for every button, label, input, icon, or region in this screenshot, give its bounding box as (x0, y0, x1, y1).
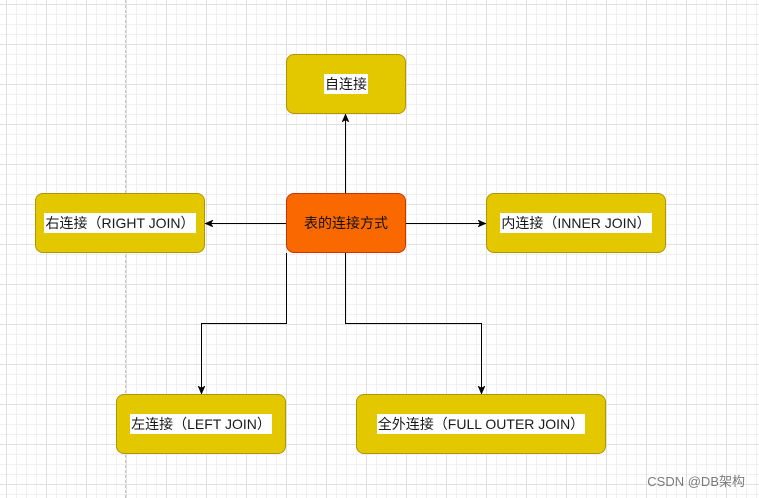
node-full-outer-join: 全外连接（FULL OUTER JOIN） (356, 394, 606, 454)
watermark: CSDN @DB架构 (647, 474, 745, 489)
node-left-join: 左连接（LEFT JOIN） (116, 394, 286, 454)
node-inner-join-label: 内连接（INNER JOIN） (500, 213, 652, 233)
node-self-join: 自连接 (286, 54, 406, 114)
node-right-join: 右连接（RIGHT JOIN） (35, 193, 205, 253)
node-center-label: 表的连接方式 (304, 215, 388, 231)
node-left-join-label: 左连接（LEFT JOIN） (130, 414, 272, 434)
node-right-join-label: 右连接（RIGHT JOIN） (44, 213, 196, 233)
node-full-outer-join-label: 全外连接（FULL OUTER JOIN） (376, 414, 586, 434)
node-inner-join: 内连接（INNER JOIN） (486, 193, 666, 253)
node-join-types-center: 表的连接方式 (286, 193, 406, 253)
node-self-join-label: 自连接 (324, 74, 368, 94)
